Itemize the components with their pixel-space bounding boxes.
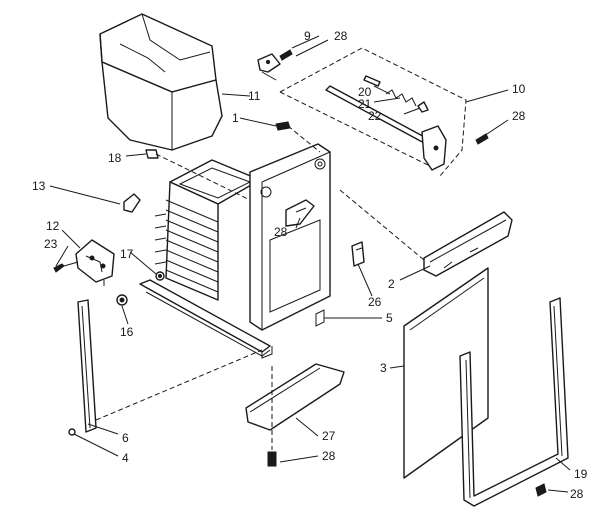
callout-3: 3: [380, 361, 387, 375]
callout-18: 18: [108, 151, 122, 165]
part-door-trim-19: [459, 297, 569, 507]
callout-22: 22: [368, 109, 382, 123]
callout-1: 1: [232, 111, 239, 125]
callout-4: 4: [122, 451, 129, 465]
callout-28-bottom: 28: [322, 449, 336, 463]
callout-17: 17: [120, 247, 134, 261]
callout-28-right: 28: [512, 109, 526, 123]
part-cabinet-frame: [139, 143, 331, 359]
callout-20: 20: [358, 85, 372, 99]
callout-28-top: 28: [334, 29, 348, 43]
top-hardware-assembly: [257, 47, 489, 177]
callout-10: 10: [512, 82, 526, 96]
part-clip-13: [123, 193, 141, 213]
callout-19: 19: [574, 467, 588, 481]
callout-9: 9: [304, 29, 311, 43]
fasteners-16-17-18: [116, 149, 251, 306]
part-side-strip-6: [68, 299, 263, 436]
part-clip-26: [351, 241, 365, 267]
callout-13: 13: [32, 179, 46, 193]
callout-12: 12: [46, 219, 60, 233]
part-door-panel-3: [403, 267, 489, 479]
part-hinge-bracket-12: [53, 239, 115, 286]
callout-26: 26: [368, 295, 382, 309]
callout-23: 23: [44, 237, 58, 251]
callout-28-lower-right: 28: [570, 487, 584, 501]
part-bag-liner: [99, 13, 223, 151]
callout-16: 16: [120, 325, 134, 339]
callout-5: 5: [386, 311, 393, 325]
callout-21: 21: [358, 97, 372, 111]
part-kick-plate-27: [245, 363, 345, 467]
part-top-trim-2: [339, 189, 513, 277]
callout-27: 27: [322, 429, 336, 443]
leader-lines: [49, 35, 571, 493]
callout-labels: 9 28 10 28 20 21 22 11 1 18 13 12 23 17 …: [32, 29, 588, 501]
callout-11: 11: [248, 89, 261, 103]
callout-28-mid: 28: [274, 225, 288, 239]
callout-2: 2: [388, 277, 395, 291]
callout-6: 6: [122, 431, 129, 445]
screw-1: [275, 121, 321, 153]
